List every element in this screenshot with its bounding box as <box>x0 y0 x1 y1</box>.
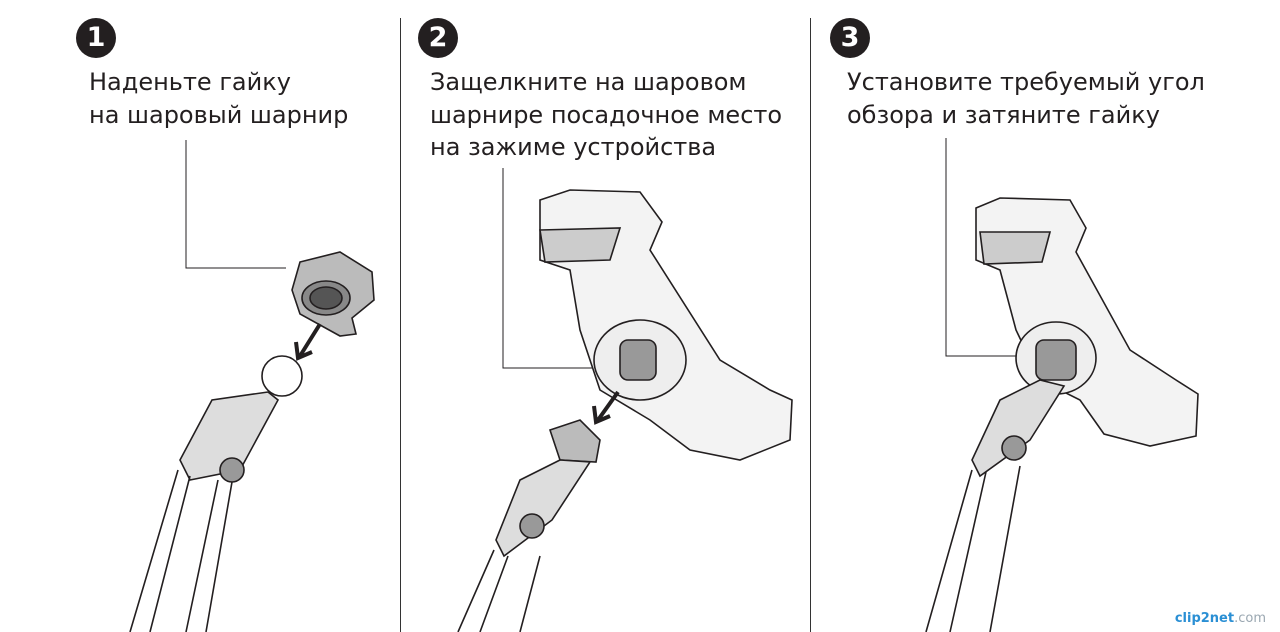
nut <box>548 419 601 463</box>
step-2-badge: 2 <box>418 18 458 58</box>
pole <box>457 549 541 632</box>
step-1-caption: Наденьте гайку на шаровый шарнир <box>89 66 348 131</box>
step-3-illustration <box>925 138 1199 632</box>
watermark-domain: .com <box>1234 611 1266 626</box>
leader-line <box>185 140 286 269</box>
nut-icon <box>291 251 375 337</box>
watermark-brand: clip2net <box>1174 611 1235 626</box>
step-2-caption: Защелкните на шаровом шарнире посадочное… <box>430 66 782 164</box>
pole <box>129 469 233 632</box>
panel-divider-1 <box>400 18 401 632</box>
step-3-badge: 3 <box>830 18 870 58</box>
panel-divider-2 <box>810 18 811 632</box>
arrow-icon <box>294 322 322 361</box>
step-1-illustration <box>129 140 375 632</box>
leader-line <box>502 168 610 369</box>
step-3-caption: Установите требуемый угол обзора и затян… <box>847 66 1205 131</box>
caption-line: на зажиме устройства <box>430 133 717 161</box>
pole <box>925 465 1021 632</box>
arm <box>971 379 1066 478</box>
step-1-badge: 1 <box>76 18 116 58</box>
caption-line: шарнире посадочное место <box>430 100 783 129</box>
ball-joint <box>261 355 303 397</box>
caption-line: Установите требуемый угол <box>847 68 1205 96</box>
device-clamp <box>539 189 793 461</box>
leader-line <box>945 138 1030 357</box>
device-clamp <box>975 197 1199 447</box>
arm <box>495 459 592 558</box>
step-2-illustration <box>457 168 793 632</box>
caption-line: Наденьте гайку <box>89 68 291 96</box>
watermark: clip2net.com <box>1175 611 1266 626</box>
caption-line: на шаровый шарнир <box>89 100 349 129</box>
arm <box>179 391 280 481</box>
caption-line: обзора и затяните гайку <box>847 100 1160 129</box>
caption-line: Защелкните на шаровом <box>430 68 747 96</box>
arrow-icon <box>592 390 620 425</box>
